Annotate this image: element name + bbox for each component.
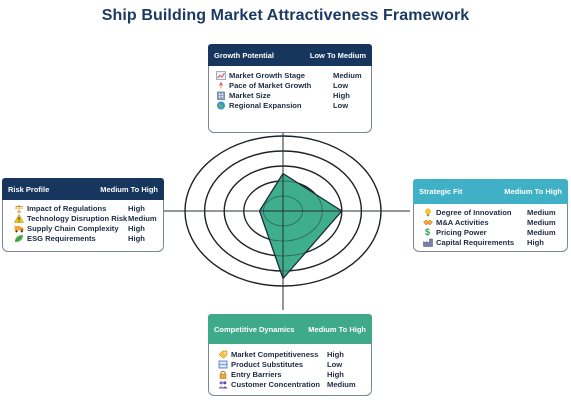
- item-value: High: [327, 349, 344, 359]
- list-item: Entry Barriers High: [217, 369, 365, 379]
- list-item: Market Size High: [215, 90, 365, 100]
- list-item: Pace of Market Growth Low: [215, 80, 365, 90]
- strategic-fit-rating: Medium To High: [504, 187, 562, 196]
- radar-axes: [160, 118, 410, 310]
- lightbulb-icon: [422, 208, 433, 217]
- warning-icon: [13, 213, 24, 223]
- item-label: M&A Activities: [436, 217, 489, 227]
- scale-icon: [13, 204, 24, 213]
- trend-chart-icon: [215, 70, 226, 80]
- competitive-dynamics-body: Market Competitiveness High Product Subs…: [208, 344, 372, 396]
- item-value: Medium: [527, 207, 556, 217]
- tag-icon: [217, 350, 228, 359]
- growth-potential-header: Growth Potential Low To Medium: [208, 44, 372, 66]
- competitive-dynamics-card: Competitive Dynamics Medium To High Mark…: [208, 314, 372, 396]
- item-label: Degree of Innovation: [436, 207, 512, 217]
- box-icon: [217, 360, 228, 369]
- strategic-fit-body: Degree of Innovation Medium M&A Activiti…: [413, 204, 568, 252]
- list-item: Impact of Regulations High: [13, 203, 157, 213]
- competitive-dynamics-header: Competitive Dynamics Medium To High: [208, 314, 372, 344]
- growth-potential-title: Growth Potential: [214, 50, 274, 60]
- competitive-dynamics-title: Competitive Dynamics: [214, 324, 295, 334]
- list-item: Degree of Innovation Medium: [422, 207, 561, 217]
- item-value: High: [128, 223, 145, 233]
- list-item: Customer Concentration Medium: [217, 379, 365, 389]
- list-item: M&A Activities Medium: [422, 217, 561, 227]
- growth-potential-body: Market Growth Stage Medium Pace of Marke…: [208, 66, 372, 133]
- risk-profile-header: Risk Profile Medium To High: [2, 178, 164, 200]
- strategic-fit-card: Strategic Fit Medium To High Degree of I…: [413, 179, 568, 252]
- rocket-icon: [215, 81, 226, 90]
- item-value: Medium: [527, 217, 556, 227]
- item-value: High: [527, 237, 544, 247]
- list-item: Market Competitiveness High: [217, 349, 365, 359]
- list-item: Product Substitutes Low: [217, 359, 365, 369]
- item-label: ESG Requirements: [27, 233, 96, 243]
- item-value: Medium: [333, 70, 362, 80]
- truck-icon: [13, 224, 24, 233]
- users-icon: [217, 380, 228, 389]
- risk-profile-card: Risk Profile Medium To High Impact of Re…: [2, 178, 164, 252]
- item-label: Supply Chain Complexity: [27, 223, 119, 233]
- item-label: Pricing Power: [436, 227, 487, 237]
- radar-polygon: [258, 172, 343, 280]
- item-value: High: [327, 369, 344, 379]
- item-label: Market Size: [229, 90, 271, 100]
- item-label: Product Substitutes: [231, 359, 304, 369]
- list-item: Capital Requirements High: [422, 237, 561, 247]
- list-item: $ Pricing Power Medium: [422, 227, 561, 237]
- list-item: Market Growth Stage Medium: [215, 70, 365, 80]
- item-label: Pace of Market Growth: [229, 80, 312, 90]
- list-item: Supply Chain Complexity High: [13, 223, 157, 233]
- item-label: Impact of Regulations: [27, 203, 107, 213]
- item-label: Market Competitiveness: [231, 349, 319, 359]
- item-value: Low: [333, 80, 349, 90]
- strategic-fit-header: Strategic Fit Medium To High: [413, 179, 568, 204]
- item-label: Technology Disruption Risk: [27, 213, 128, 223]
- risk-profile-title: Risk Profile: [8, 184, 50, 194]
- page-title: Ship Building Market Attractiveness Fram…: [101, 7, 470, 24]
- lock-icon: [217, 370, 228, 379]
- item-value: High: [333, 90, 350, 100]
- competitive-dynamics-rating: Medium To High: [308, 324, 366, 334]
- building-icon: [215, 91, 226, 100]
- globe-icon: [215, 101, 226, 110]
- growth-potential-rating: Low To Medium: [309, 50, 366, 60]
- list-item: Regional Expansion Low: [215, 100, 365, 110]
- risk-profile-rating: Medium To High: [100, 184, 158, 194]
- strategic-fit-title: Strategic Fit: [419, 187, 463, 196]
- item-value: High: [128, 233, 145, 243]
- factory-icon: [422, 238, 433, 247]
- item-label: Market Growth Stage: [229, 70, 305, 80]
- item-value: Low: [327, 359, 343, 369]
- item-value: Medium: [128, 213, 157, 223]
- list-item: Technology Disruption Risk Medium: [13, 213, 157, 223]
- item-value: Medium: [327, 379, 356, 389]
- item-value: Low: [333, 100, 349, 110]
- leaf-icon: [13, 234, 24, 243]
- risk-profile-body: Impact of Regulations High Technology Di…: [2, 200, 164, 252]
- item-value: Medium: [527, 227, 556, 237]
- item-label: Capital Requirements: [436, 237, 515, 247]
- handshake-icon: [422, 218, 433, 227]
- list-item: ESG Requirements High: [13, 233, 157, 243]
- item-label: Customer Concentration: [231, 379, 321, 389]
- item-label: Regional Expansion: [229, 100, 302, 110]
- item-value: High: [128, 203, 145, 213]
- growth-potential-card: Growth Potential Low To Medium Market Gr…: [208, 44, 372, 133]
- dollar-icon: $: [424, 227, 430, 237]
- item-label: Entry Barriers: [231, 369, 282, 379]
